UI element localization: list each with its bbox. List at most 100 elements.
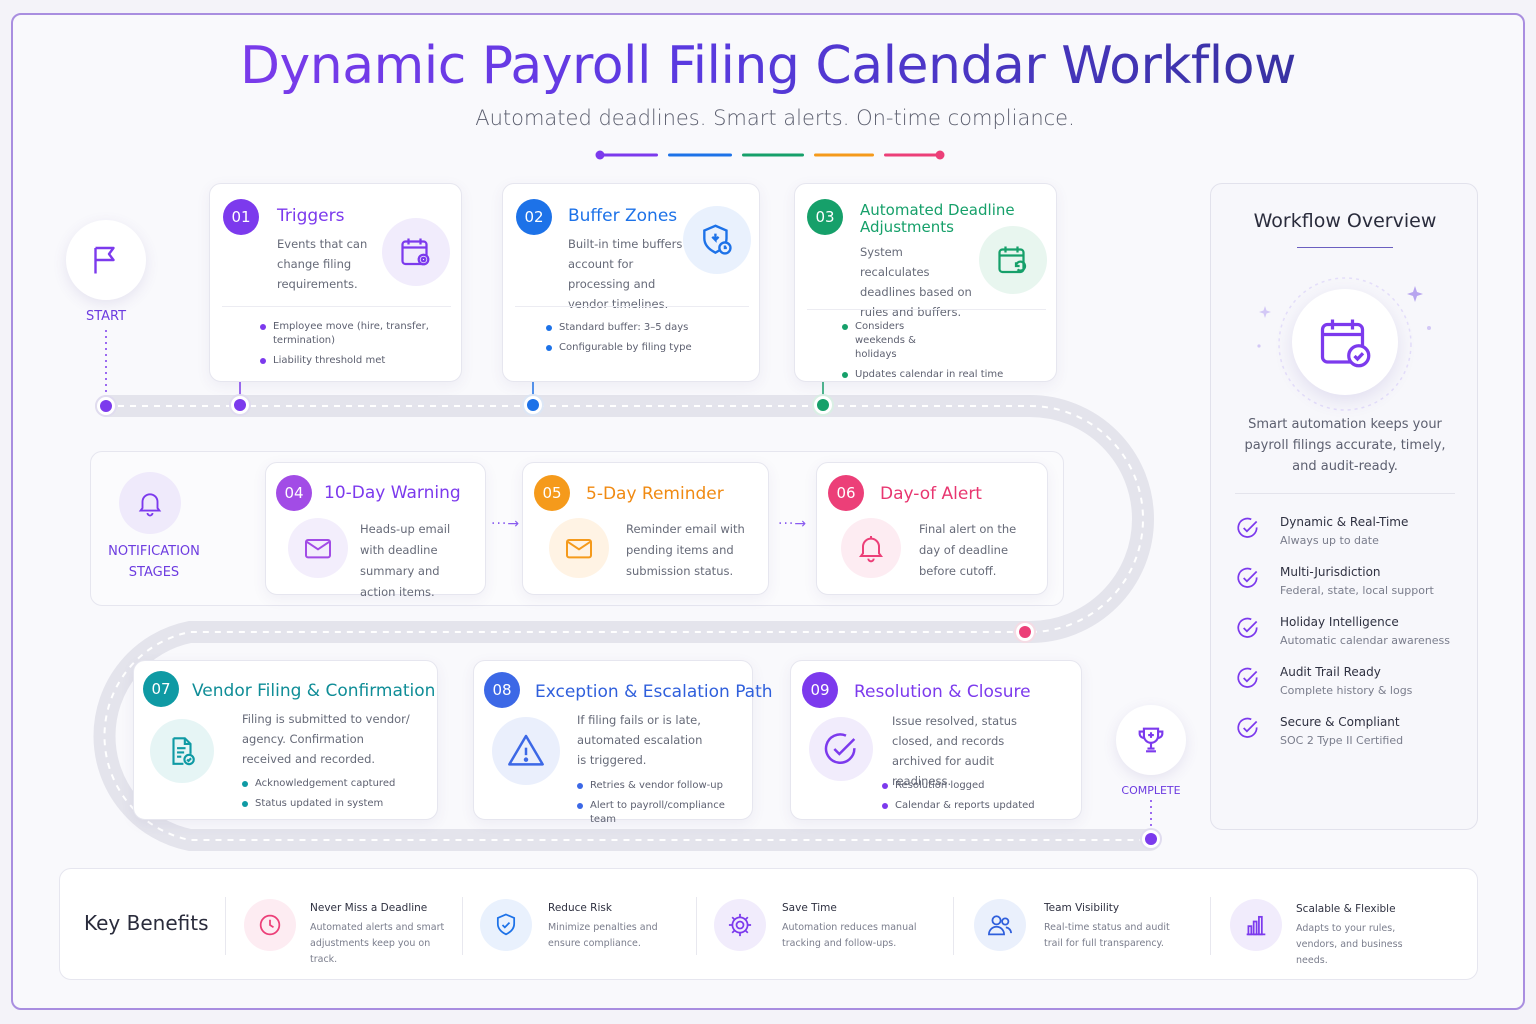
step-bullets: Standard buffer: 3–5 days Configurable b…	[546, 321, 746, 361]
bullet-item: Standard buffer: 3–5 days	[546, 321, 746, 335]
step-description: Heads-up email with deadline summary and…	[360, 522, 451, 599]
start-label: START	[85, 309, 127, 324]
step-title: Vendor Filing & Confirmation	[192, 681, 436, 701]
step-card-automated-deadline-adjustments[interactable]: 03 Automated Deadline Adjustments System…	[794, 183, 1057, 382]
step-description: Reminder email with pending items and su…	[626, 522, 745, 578]
warning-icon	[492, 717, 560, 785]
step-description: If filing fails or is late, automated es…	[577, 713, 703, 767]
benefit-title: Team Visibility	[1044, 902, 1120, 914]
step-badge: 05	[534, 475, 570, 511]
feature-title: Holiday Intelligence	[1280, 615, 1399, 629]
page-title: Dynamic Payroll Filing Calendar Workflow	[0, 36, 1536, 96]
sparkle-decoration	[1257, 277, 1431, 411]
step-description: Events that can change filing requiremen…	[277, 237, 368, 291]
step-card-10-day-warning[interactable]: 04 10-Day Warning Heads-up email with de…	[265, 462, 486, 599]
benefit-title: Never Miss a Deadline	[310, 902, 428, 914]
bullet-item: Updates calendar in real time	[842, 368, 1042, 382]
step-bullets: Employee move (hire, transfer, terminati…	[260, 320, 455, 374]
users-icon	[974, 899, 1026, 951]
bar-chart-icon	[1230, 899, 1282, 951]
calendar-gear-icon	[382, 218, 450, 286]
bullet-item: Liability threshold met	[260, 354, 455, 368]
gear-icon	[714, 899, 766, 951]
bullet-item: Status updated in system	[242, 797, 422, 811]
check-icon	[1235, 515, 1261, 541]
step-description: Built-in time buffers account for proces…	[568, 237, 683, 311]
feature-title: Audit Trail Ready	[1280, 665, 1381, 679]
step-title: Automated Deadline Adjustments	[860, 201, 1015, 236]
step-title: 10-Day Warning	[324, 483, 461, 503]
workflow-overview-panel: Workflow Overview Smart automation keeps…	[1210, 183, 1478, 830]
feature-subtitle: Always up to date	[1280, 534, 1379, 547]
check-icon	[1235, 565, 1261, 591]
feature-subtitle: Federal, state, local support	[1280, 584, 1434, 597]
step-description: System recalculates deadlines based on r…	[860, 245, 972, 319]
trophy-icon	[1116, 705, 1186, 775]
benefit-description: Minimize penalties and ensure compliance…	[548, 922, 658, 949]
shield-clock-icon	[683, 206, 751, 274]
check-icon	[1235, 615, 1261, 641]
step-card-exception-escalation[interactable]: 08 Exception & Escalation Path If filing…	[473, 660, 773, 825]
check-icon	[1235, 665, 1261, 691]
flow-arrow: ···→	[778, 516, 808, 532]
step-card-resolution-closure[interactable]: 09 Resolution & Closure Issue resolved, …	[790, 660, 1082, 820]
feature-title: Secure & Compliant	[1280, 715, 1400, 729]
step-badge: 02	[516, 199, 552, 235]
bullet-item: Alert to payroll/compliance team	[577, 799, 747, 827]
benefit-title: Scalable & Flexible	[1296, 903, 1396, 915]
step-badge: 09	[802, 672, 838, 708]
color-legend-bar	[595, 150, 945, 160]
bullet-item: Resolution logged	[882, 779, 1062, 793]
calendar-check-icon	[1292, 289, 1398, 395]
step-badge: 03	[807, 199, 843, 235]
notification-stages-label: NOTIFICATION STAGES	[108, 544, 200, 580]
feature-subtitle: Automatic calendar awareness	[1280, 634, 1450, 647]
flow-arrow: ···→	[491, 516, 521, 532]
step-description: Filing is submitted to vendor/ agency. C…	[242, 712, 410, 766]
step-title: 5-Day Reminder	[586, 484, 724, 504]
step-description: Final alert on the day of deadline befor…	[919, 522, 1017, 578]
benefit-description: Adapts to your rules, vendors, and busin…	[1296, 923, 1403, 966]
step-card-day-of-alert[interactable]: 06 Day-of Alert Final alert on the day o…	[816, 462, 1048, 595]
feature-subtitle: Complete history & logs	[1280, 684, 1413, 697]
bullet-item: Calendar & reports updated	[882, 799, 1062, 813]
bullet-item: Retries & vendor follow-up	[577, 779, 747, 793]
step-description: Issue resolved, status closed, and recor…	[892, 714, 1017, 788]
feature-title: Multi-Jurisdiction	[1280, 565, 1381, 579]
step-title: Resolution & Closure	[854, 682, 1031, 702]
document-check-icon	[150, 719, 214, 783]
step-bullets: Acknowledgement captured Status updated …	[242, 777, 422, 817]
step-badge: 06	[828, 475, 864, 511]
bullet-item: Configurable by filing type	[546, 341, 746, 355]
overview-description: Smart automation keeps your payroll fili…	[1244, 417, 1446, 474]
step-badge: 08	[484, 672, 520, 708]
page-subtitle: Automated deadlines. Smart alerts. On-ti…	[475, 106, 1075, 130]
benefit-description: Automation reduces manual tracking and f…	[782, 922, 917, 949]
step-badge: 01	[223, 199, 259, 235]
benefit-description: Automated alerts and smart adjustments k…	[310, 922, 445, 965]
feature-title: Dynamic & Real-Time	[1280, 515, 1409, 529]
step-card-vendor-filing[interactable]: 07 Vendor Filing & Confirmation Filing i…	[133, 660, 438, 820]
step-title: Day-of Alert	[880, 484, 982, 504]
bullet-item: Acknowledgement captured	[242, 777, 422, 791]
step-bullets: Retries & vendor follow-up Alert to payr…	[577, 779, 747, 833]
shield-check-icon	[480, 899, 532, 951]
step-card-triggers[interactable]: 01 Triggers Events that can change filin…	[209, 183, 462, 382]
feature-subtitle: SOC 2 Type II Certified	[1280, 734, 1404, 747]
step-badge: 04	[276, 475, 312, 511]
benefit-title: Reduce Risk	[548, 902, 612, 914]
step-title: Buffer Zones	[568, 206, 678, 226]
step-card-buffer-zones[interactable]: 02 Buffer Zones Built-in time buffers ac…	[502, 183, 760, 382]
step-title: Exception & Escalation Path	[535, 682, 773, 702]
bell-icon	[119, 472, 181, 534]
step-card-5-day-reminder[interactable]: 05 5-Day Reminder Reminder email with pe…	[522, 462, 769, 595]
bullet-item: Employee move (hire, transfer, terminati…	[260, 320, 455, 348]
step-badge: 07	[143, 671, 179, 707]
key-benefits-panel: Key Benefits Never Miss a Deadline Autom…	[59, 868, 1478, 980]
start-flag-icon	[66, 220, 146, 300]
check-circle-icon	[809, 717, 873, 781]
bullet-item: Considers weekends & holidays	[842, 320, 952, 362]
bell-icon	[841, 518, 901, 578]
step-bullets: Considers weekends & holidays Updates ca…	[842, 320, 1042, 388]
benefits-title: Key Benefits	[84, 911, 209, 935]
